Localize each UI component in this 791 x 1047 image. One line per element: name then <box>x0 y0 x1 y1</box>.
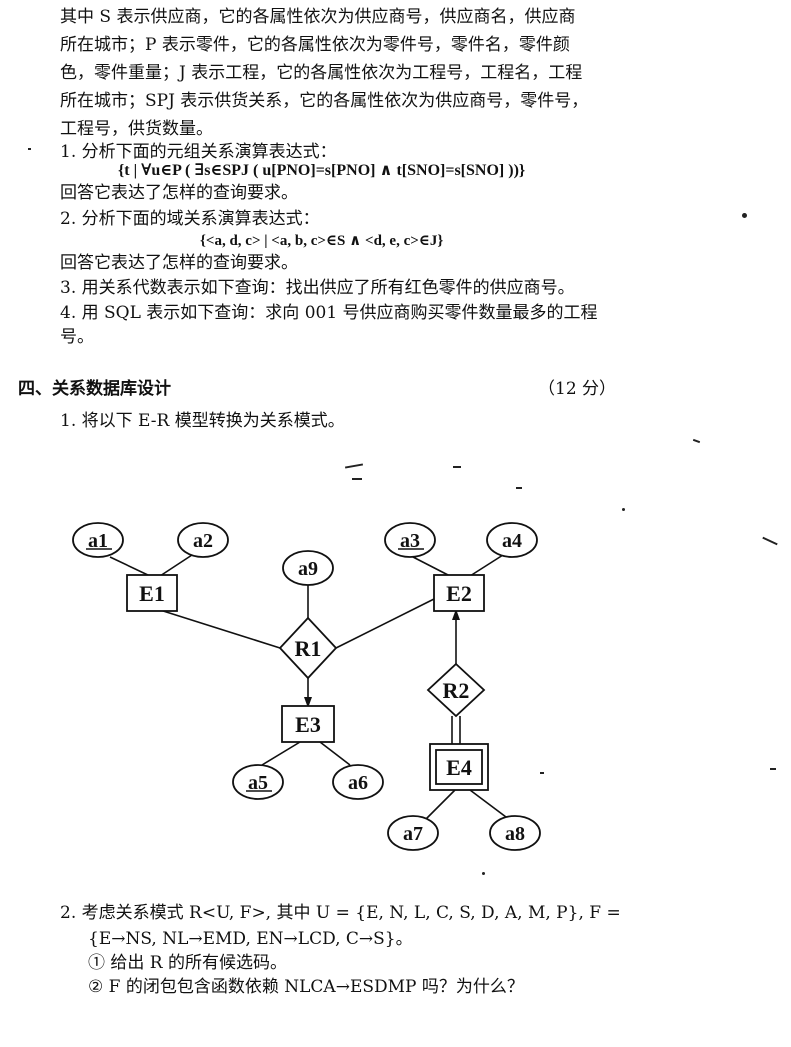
scan-speck <box>770 768 776 770</box>
scan-speck <box>622 508 625 511</box>
attr-a4-label: a4 <box>502 530 522 552</box>
entity-e1-label: E1 <box>139 581 165 606</box>
question-2-formula: {<a, d, c> | <a, b, c>∈S ∧ <d, e, c>∈J} <box>200 233 444 249</box>
attr-a2-ellipse <box>177 522 229 558</box>
question-4-line-1: 4. 用 SQL 表示如下查询：求向 001 号供应商购买零件数量最多的工程 <box>60 303 598 323</box>
relationship-r1-label: R1 <box>295 636 322 661</box>
question-2-answer: 回答它表达了怎样的查询要求。 <box>60 253 298 273</box>
attr-a5-label: a5 <box>248 772 268 794</box>
entity-e3-box <box>281 705 335 743</box>
intro-line-2: 所在城市；P 表示零件，它的各属性依次为零件号，零件名，零件颜 <box>60 35 570 55</box>
entity-e2-box <box>433 574 485 612</box>
relationship-r2-diamond <box>426 662 486 718</box>
attr-a7-label: a7 <box>403 823 423 845</box>
question-1-answer: 回答它表达了怎样的查询要求。 <box>60 183 298 203</box>
part-2-line-1: 2. 考虑关系模式 R<U, F>, 其中 U = {E, N, L, C, S… <box>60 903 621 923</box>
relationship-r1-diamond <box>278 616 338 680</box>
question-3-text: 3. 用关系代数表示如下查询：找出供应了所有红色零件的供应商号。 <box>60 278 575 298</box>
scan-speck <box>516 487 522 489</box>
intro-line-3: 色，零件重量；J 表示工程，它的各属性依次为工程号，工程名，工程 <box>60 63 583 83</box>
scan-speck <box>352 478 362 480</box>
part-2-line-4: ② F 的闭包包含函数依赖 NLCA→ESDMP 吗？为什么？ <box>88 977 524 997</box>
attr-a6-label: a6 <box>348 772 368 794</box>
attr-a8-label: a8 <box>505 823 525 845</box>
section-4-points: （12 分） <box>538 379 617 399</box>
entity-e3-label: E3 <box>295 712 321 737</box>
scan-speck <box>482 872 485 875</box>
question-4-line-2: 号。 <box>60 327 94 347</box>
attr-a4-ellipse <box>486 522 538 558</box>
scan-speck <box>540 772 544 774</box>
section-4-title: 四、关系数据库设计 <box>18 379 171 399</box>
attr-a3-label: a3 <box>400 530 420 552</box>
intro-line-4: 所在城市；SPJ 表示供货关系，它的各属性依次为供应商号，零件号， <box>60 91 589 111</box>
intro-line-1: 其中 S 表示供应商，它的各属性依次为供应商号，供应商名，供应商 <box>60 7 576 27</box>
entity-e4-label: E4 <box>446 755 472 780</box>
section-4-question-1: 1. 将以下 E-R 模型转换为关系模式。 <box>60 411 345 431</box>
attr-a2-label: a2 <box>193 530 213 552</box>
question-1-text: 1. 分析下面的元组关系演算表达式： <box>60 142 337 162</box>
scan-speck <box>742 213 747 218</box>
relationship-r2-label: R2 <box>443 678 470 703</box>
entity-e1-box <box>126 574 178 612</box>
attr-a7-ellipse <box>387 815 439 851</box>
scan-speck <box>28 148 31 150</box>
scan-speck <box>453 466 461 468</box>
part-2-line-2: {E→NS, NL→EMD, EN→LCD, C→S}。 <box>88 929 413 949</box>
question-1-formula: {t | ∀u∈P ( ∃s∈SPJ ( u[PNO]=s[PNO] ∧ t[S… <box>118 162 526 179</box>
question-2-text: 2. 分析下面的域关系演算表达式： <box>60 209 320 229</box>
attr-a9-ellipse <box>282 550 334 586</box>
attr-a6-ellipse <box>332 764 384 800</box>
entity-e2-label: E2 <box>446 581 472 606</box>
attr-a8-ellipse <box>489 815 541 851</box>
attr-a1-label: a1 <box>88 530 108 552</box>
attr-a9-label: a9 <box>298 558 318 580</box>
entity-e4-inner-box <box>435 749 483 785</box>
part-2-line-3: ① 给出 R 的所有候选码。 <box>88 953 288 973</box>
intro-line-5: 工程号，供货数量。 <box>60 119 213 139</box>
